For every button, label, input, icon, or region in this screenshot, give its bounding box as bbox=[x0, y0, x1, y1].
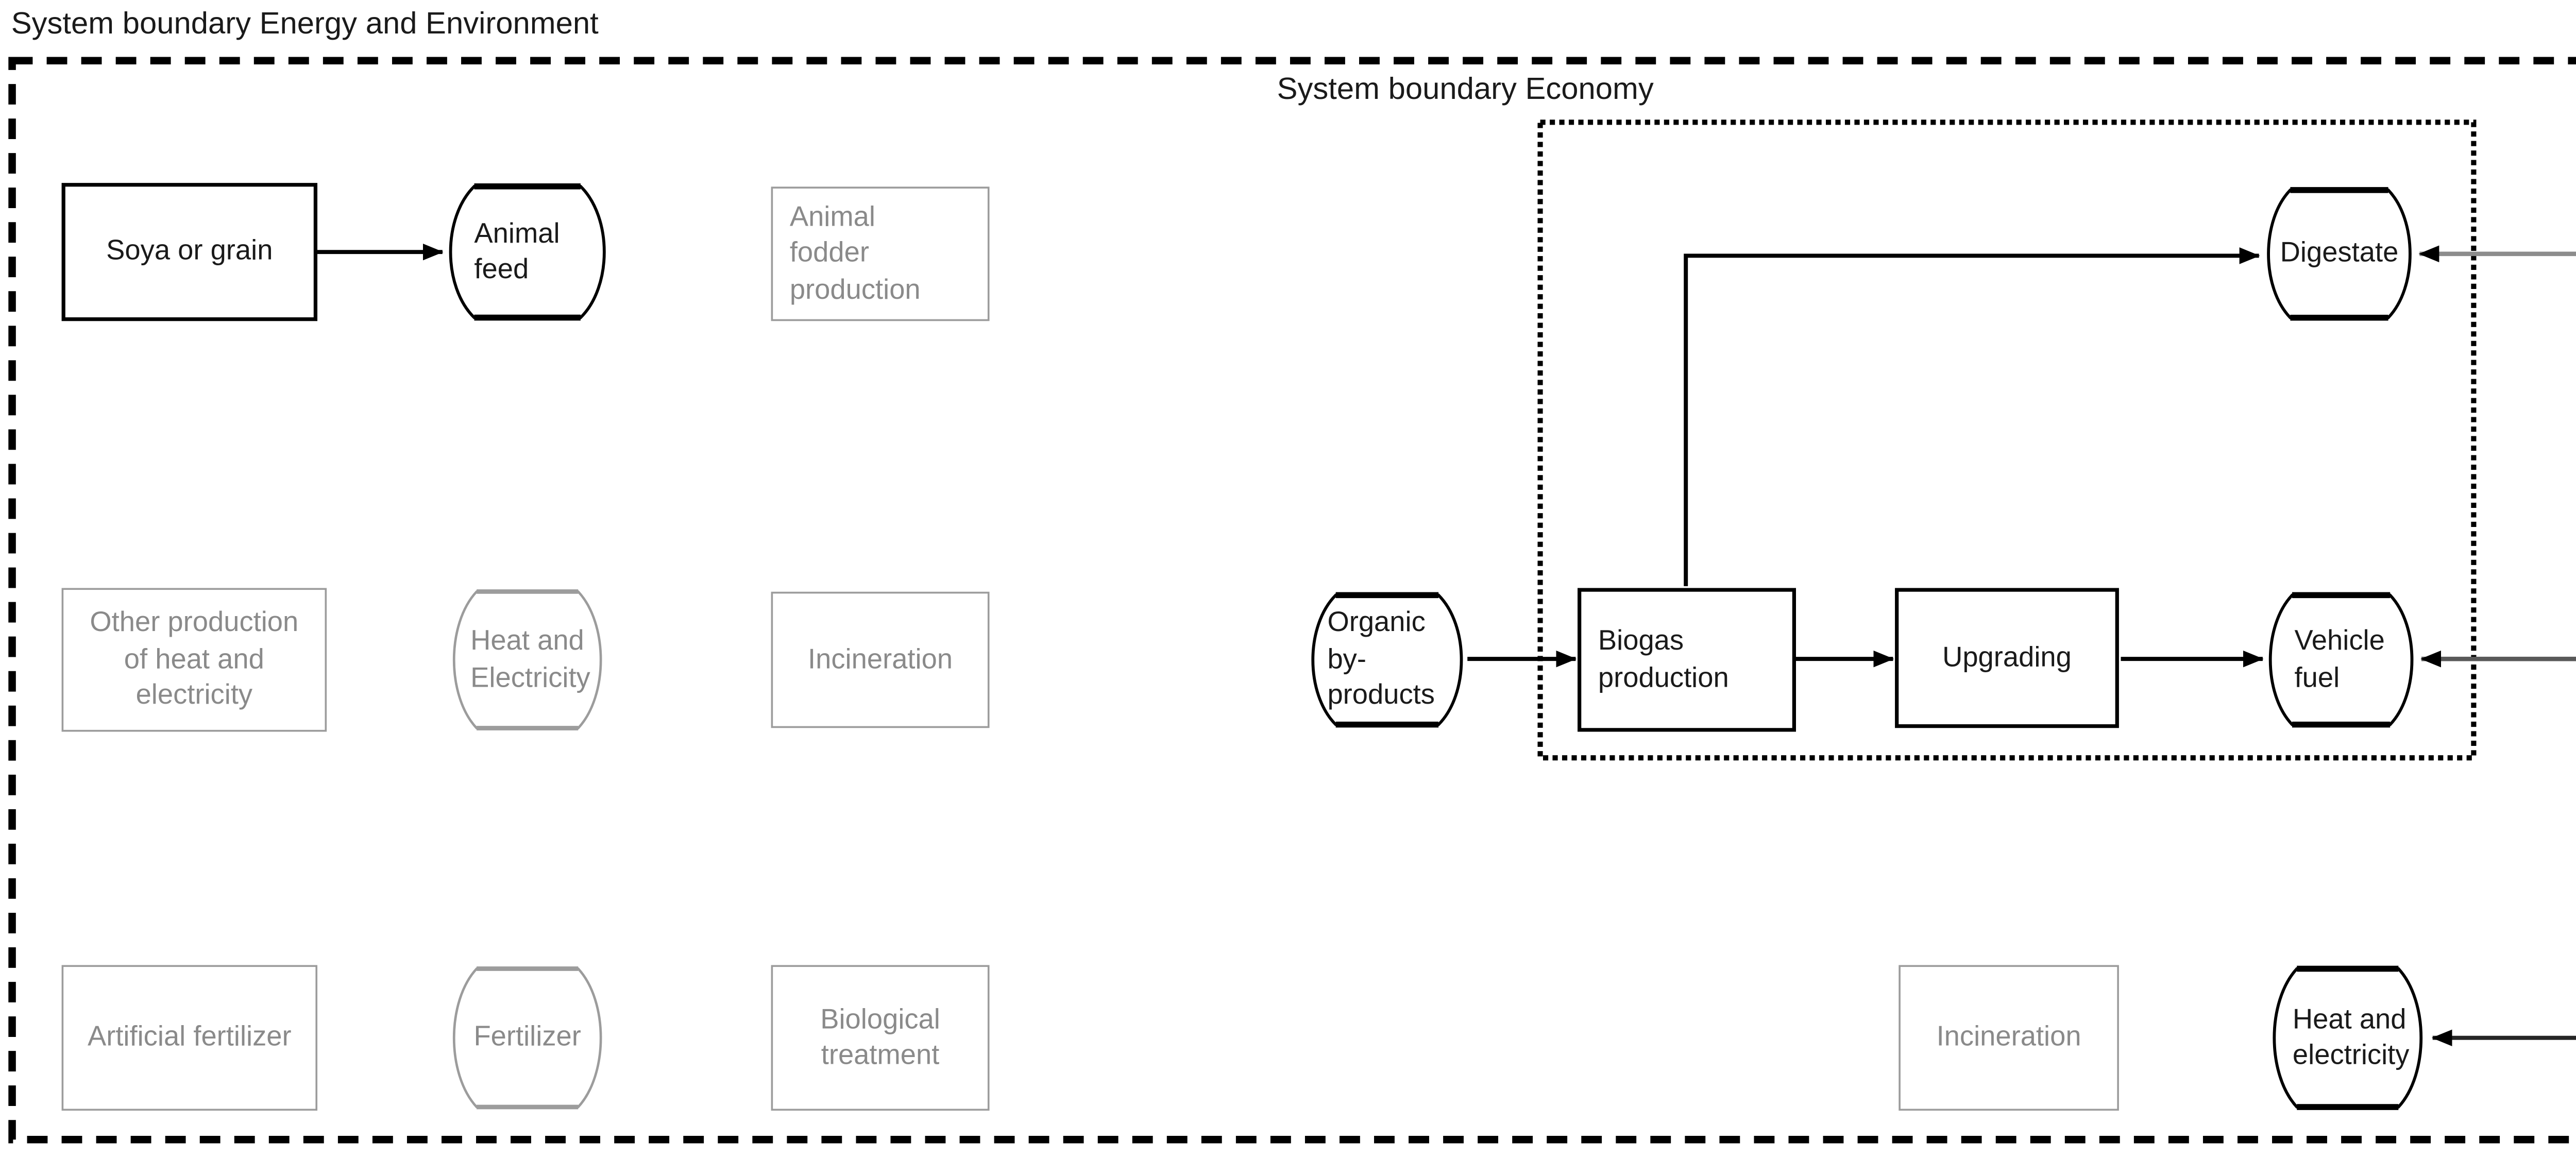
node-soya-or-grain-label: Soya or grain bbox=[106, 235, 273, 268]
node-other-production-left-label: Other production of heat and electricity bbox=[90, 607, 299, 712]
node-animal-fodder-production-label: Animal fodder production bbox=[789, 201, 921, 306]
node-artificial-fertilizer-bottom-label: Artificial fertilizer bbox=[87, 1021, 292, 1053]
node-incineration-right: Incineration bbox=[1899, 965, 2119, 1111]
node-vehicle-fuel-label: Vehicle fuel bbox=[2294, 625, 2385, 694]
node-artificial-fertilizer-bottom: Artificial fertilizer bbox=[61, 965, 318, 1111]
node-organic-by-products: Organic by- products bbox=[1307, 592, 1468, 728]
barrel-shape bbox=[448, 965, 607, 1111]
node-upgrading-label: Upgrading bbox=[1942, 641, 2072, 674]
node-biological-treatment-label: Biological treatment bbox=[820, 1003, 940, 1072]
node-animal-fodder-production: Animal fodder production bbox=[771, 186, 990, 321]
barrel-shape bbox=[1307, 592, 1468, 728]
node-biogas-production: Biogas production bbox=[1578, 588, 1796, 732]
node-heat-and-electricity-right: Heat and electricity bbox=[2268, 965, 2427, 1111]
arrow-biogas-to-digestate bbox=[1684, 247, 2260, 586]
node-digestate: Digestate bbox=[2263, 186, 2416, 321]
barrel-shape bbox=[2263, 186, 2416, 321]
inner-boundary-box bbox=[1537, 120, 2477, 761]
node-vehicle-fuel: Vehicle fuel bbox=[2265, 592, 2418, 728]
barrel-shape bbox=[448, 588, 607, 731]
outer-boundary-title: System boundary Energy and Environment bbox=[11, 7, 599, 41]
node-other-production-left: Other production of heat and electricity bbox=[61, 588, 327, 732]
barrel-shape bbox=[2268, 965, 2427, 1111]
node-animal-feed: Animal feed bbox=[444, 183, 611, 321]
node-heat-and-electricity-left-label: Heat and Electricity bbox=[470, 625, 590, 694]
node-heat-and-electricity-right-label: Heat and electricity bbox=[2292, 1003, 2410, 1072]
node-soya-or-grain: Soya or grain bbox=[61, 183, 318, 321]
node-incineration-left-label: Incineration bbox=[808, 643, 953, 675]
node-incineration-left: Incineration bbox=[771, 591, 990, 728]
node-digestate-label: Digestate bbox=[2280, 237, 2399, 269]
node-biological-treatment: Biological treatment bbox=[771, 965, 990, 1111]
barrel-shape bbox=[444, 183, 611, 321]
node-incineration-right-label: Incineration bbox=[1936, 1021, 2081, 1053]
node-heat-and-electricity-left: Heat and Electricity bbox=[448, 588, 607, 731]
barrel-shape bbox=[2265, 592, 2418, 728]
node-animal-feed-label: Animal feed bbox=[474, 217, 560, 286]
outer-boundary-box bbox=[8, 57, 2576, 1144]
node-biogas-production-label: Biogas production bbox=[1598, 625, 1729, 694]
node-fertilizer-label: Fertilizer bbox=[473, 1021, 581, 1053]
node-upgrading: Upgrading bbox=[1895, 588, 2119, 728]
node-fertilizer: Fertilizer bbox=[448, 965, 607, 1111]
node-organic-by-products-label: Organic by- products bbox=[1327, 607, 1435, 712]
inner-boundary-title: System boundary Economy bbox=[1277, 73, 1654, 107]
